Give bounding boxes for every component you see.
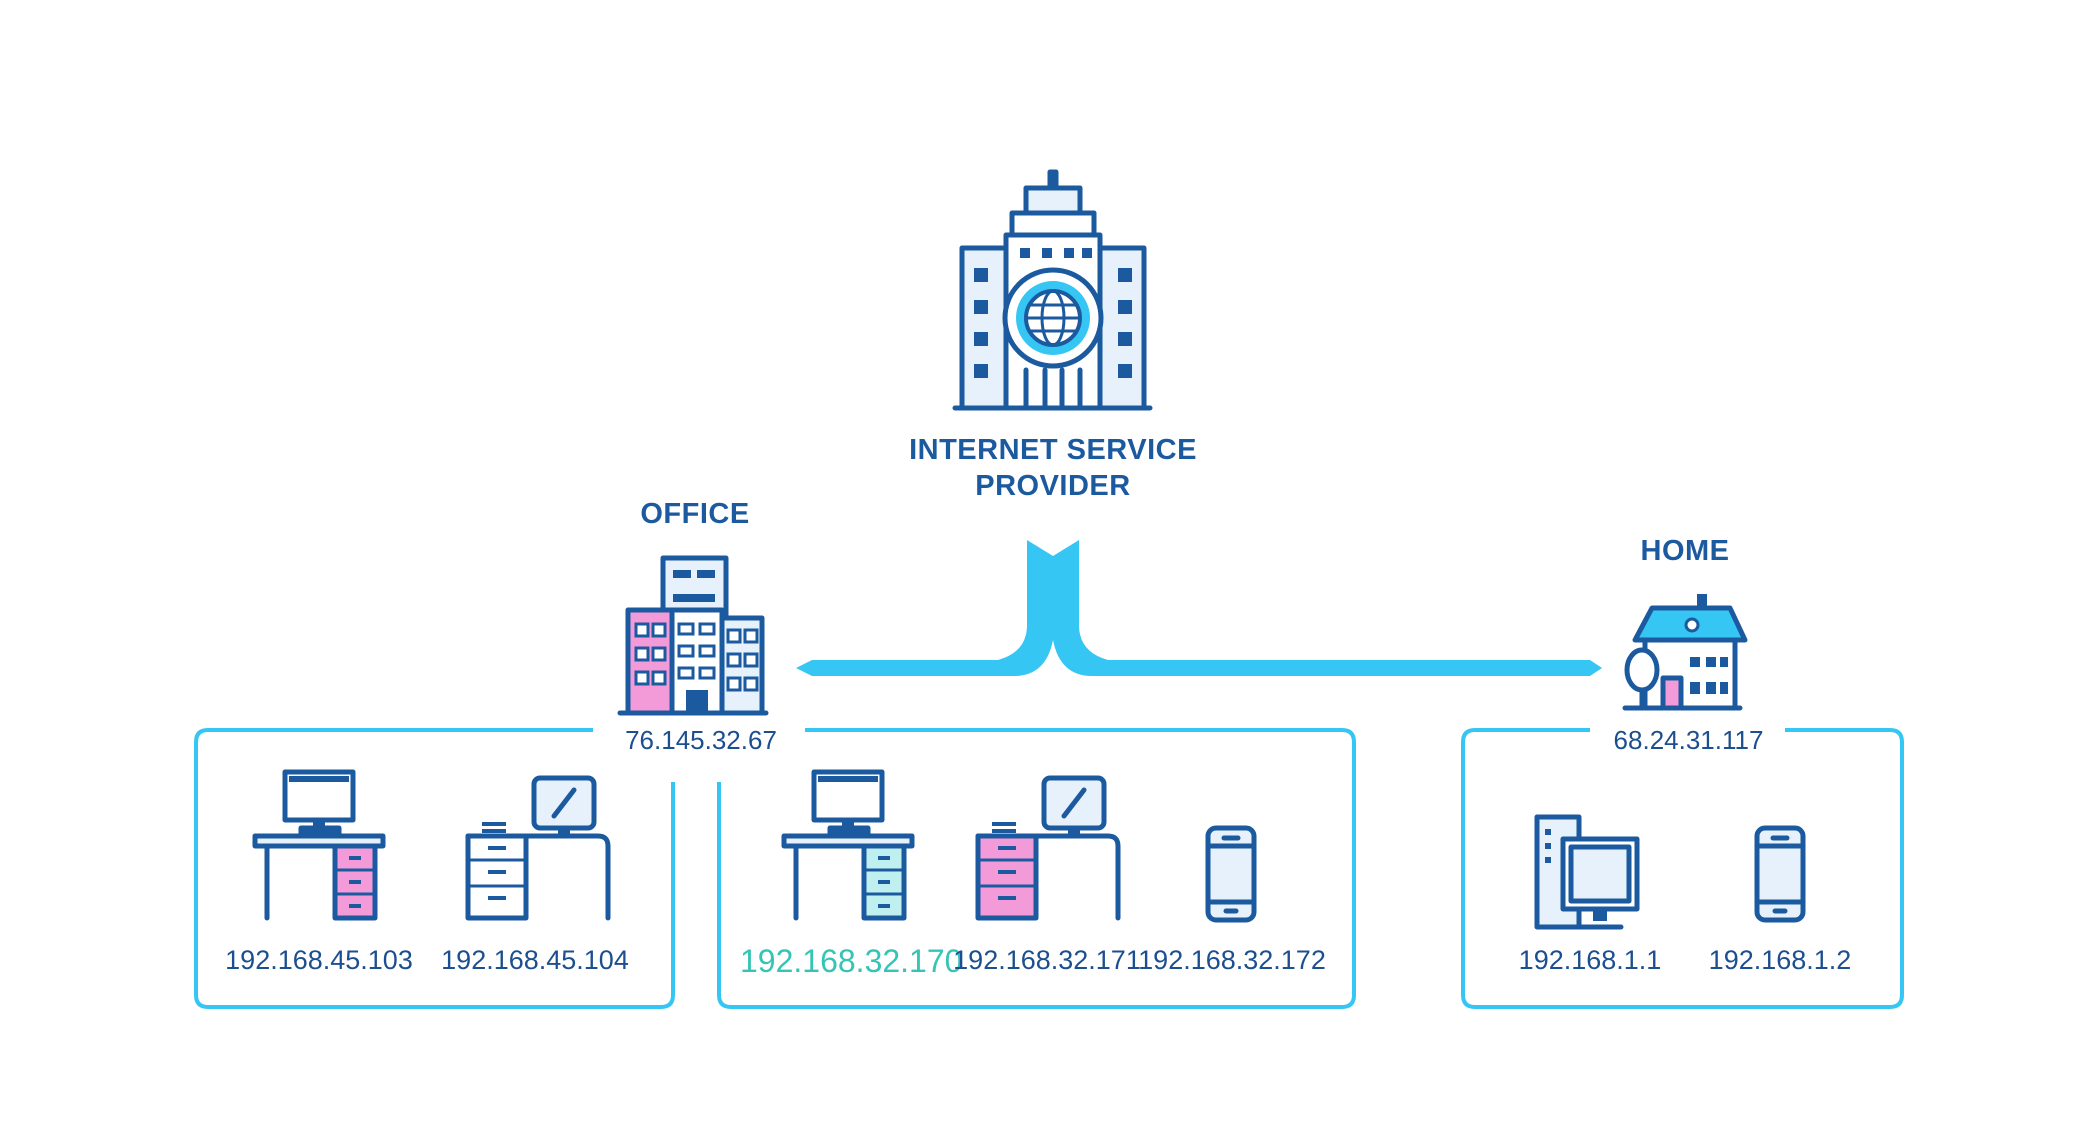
home-label: HOME xyxy=(1640,535,1730,567)
desk-computer-icon xyxy=(465,775,611,921)
device-ip-label: 192.168.1.2 xyxy=(1708,945,1852,975)
smartphone-icon xyxy=(1754,825,1806,923)
home-network-box xyxy=(1461,728,1904,1009)
home-public-ip: 68.24.31.117 xyxy=(1592,725,1785,756)
isp-building-icon xyxy=(952,169,1153,411)
desk-computer-icon xyxy=(781,769,915,921)
isp-label-line2: PROVIDER xyxy=(975,470,1131,502)
desktop-tower-icon xyxy=(1534,814,1640,930)
device-ip-label: 192.168.32.171 xyxy=(953,945,1141,975)
desk-computer-icon xyxy=(252,769,386,921)
isp-label-line1: INTERNET SERVICE xyxy=(909,434,1197,466)
device-ip-label: 192.168.1.1 xyxy=(1518,945,1662,975)
office-network-a-box xyxy=(194,728,675,1009)
home-house-icon xyxy=(1622,594,1748,711)
office-network-b-box xyxy=(717,728,1356,1009)
network-boxes xyxy=(194,728,1904,1009)
device-ip-label: 192.168.32.172 xyxy=(1138,945,1326,975)
device-ip-label: 192.168.45.103 xyxy=(225,945,413,975)
connection-lines xyxy=(796,540,1602,676)
smartphone-icon xyxy=(1205,825,1257,923)
isp-link xyxy=(796,540,1602,676)
office-public-ip: 76.145.32.67 xyxy=(597,725,805,756)
desk-computer-icon xyxy=(975,775,1121,921)
device-ip-label: 192.168.45.104 xyxy=(441,945,629,975)
office-building-icon xyxy=(617,555,769,716)
office-label: OFFICE xyxy=(640,498,750,530)
device-ip-label-highlighted: 192.168.32.170 xyxy=(740,943,963,979)
